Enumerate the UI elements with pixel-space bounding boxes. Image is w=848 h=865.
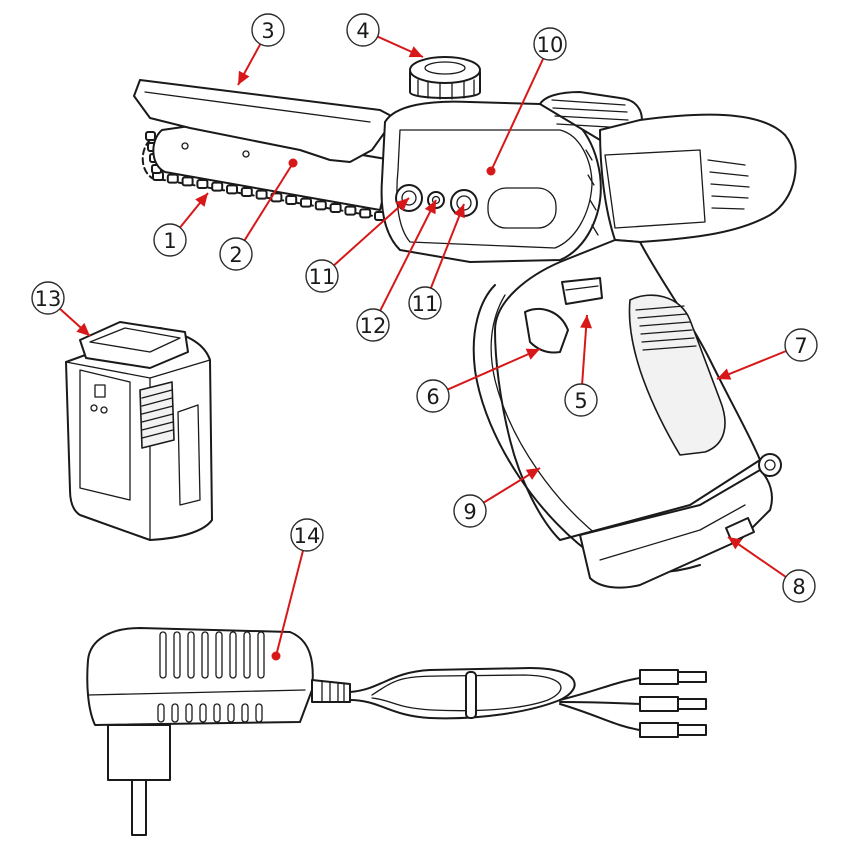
callout-circle [453,494,487,528]
callout-circle [356,308,390,342]
leader-arrow [424,200,436,215]
dc-plug-3 [639,722,707,738]
callout-battery-release: 8 [727,536,816,603]
leader-line [275,550,304,657]
leader-arrow [453,204,465,219]
callout-circle [533,27,567,61]
callout-circle [251,13,285,47]
lock-button [561,277,603,305]
leader-dot [271,651,281,661]
callout-circle [564,383,598,417]
callout-cover-nut-left: 11 [305,197,410,293]
callout-cover-nut-right: 11 [408,203,465,320]
callout-number: 10 [537,33,564,57]
leader-line [490,58,545,172]
callout-tension-knob: 4 [346,13,424,58]
leader-arrow [408,46,423,58]
callout-number: 8 [792,575,805,599]
callout-circle [416,379,450,413]
callout-circle [31,281,65,315]
leader-arrow [525,468,540,480]
rear-handle-grip [628,294,726,456]
leader-line [243,162,294,241]
callout-number: 7 [794,334,807,358]
battery-pack [65,321,213,541]
leader-arrow [76,322,90,336]
callout-rear-handle-grip: 7 [716,328,818,380]
leader-arrow [717,368,732,380]
callout-number: 4 [356,19,369,43]
callout-charger: 14 [271,518,324,661]
trigger [524,308,569,354]
callout-number: 1 [163,229,176,253]
callout-number: 6 [426,385,439,409]
leader-arrow [195,193,208,207]
leader-arrow [395,198,409,212]
callout-number: 11 [309,265,336,289]
callout-bar-cover: 3 [237,13,285,86]
callout-lock-button: 5 [564,314,598,417]
callout-circle [784,328,818,362]
callout-circle [346,13,380,47]
callout-number: 14 [294,524,321,548]
callout-circle [219,237,253,271]
callout-battery-pack: 13 [31,281,91,337]
callout-circle [153,223,187,257]
callout-hand-guard: 9 [453,467,541,528]
callout-number: 11 [412,292,439,316]
callout-number: 5 [574,389,587,413]
charger [86,627,707,836]
callout-side-cover: 10 [486,27,567,176]
leader-line [333,197,410,267]
callout-guide-bar: 2 [219,158,298,271]
callout-number: 2 [229,243,242,267]
callout-number: 12 [360,314,387,338]
leader-dot [486,166,496,176]
dc-plug-2 [639,696,707,712]
callout-circle [305,259,339,293]
callout-number: 13 [35,287,62,311]
leader-arrow [728,537,743,550]
side-cover [380,100,602,263]
leader-line [429,203,465,289]
callout-number: 9 [463,500,476,524]
leader-arrow [580,315,593,329]
callout-circle [408,286,442,320]
callout-circle [290,518,324,552]
leader-dot [288,158,298,168]
leader-line [447,348,541,391]
leader-arrow [525,348,540,360]
callout-adjustment-screw: 12 [356,199,437,342]
leader-arrow [238,70,250,85]
callout-circle [782,569,816,603]
callout-number: 3 [261,19,274,43]
dc-plug-1 [639,669,707,685]
tension-knob [409,56,481,100]
callout-chain: 1 [153,192,209,257]
leader-line [379,199,437,312]
callout-trigger: 6 [416,348,541,413]
